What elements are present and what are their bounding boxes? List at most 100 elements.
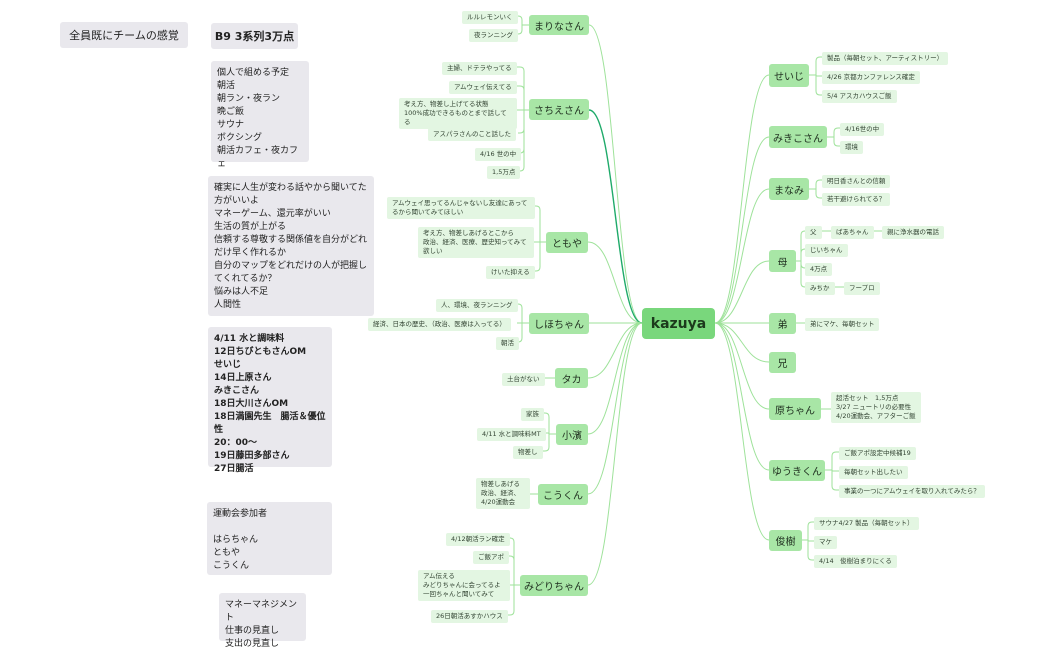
leaf-mikiko-1[interactable]: 4/16世の中 — [840, 123, 885, 136]
branch-kohama[interactable]: 小濱 — [556, 424, 588, 445]
leaf-tomoya-2[interactable]: 考え方、物差しあげるとこから 政治、経済、医療、歴史知ってみて 欲しい — [418, 227, 534, 258]
leaf-midori-4[interactable]: 26日朝活あすかハウス — [431, 610, 508, 623]
link-root-left-2 — [587, 241, 643, 324]
link-leaf-right-7-2 — [807, 540, 814, 561]
leaf-shiho-1[interactable]: 人、環境、夜ランニング — [436, 299, 518, 312]
leaf-sachie-1[interactable]: 主婦、ドテラやってる — [442, 62, 517, 75]
leaf-toshiki-1[interactable]: サウナ4/27 製品（毎朝セット） — [814, 517, 919, 530]
link-leaf-left-0-1 — [517, 25, 523, 35]
branch-hara[interactable]: 原ちゃん — [769, 398, 821, 420]
link-leaf-right-0-0 — [815, 56, 822, 75]
link-root-left-1 — [588, 109, 643, 324]
link-root-right-1 — [714, 136, 770, 324]
branch-toshiki[interactable]: 俊樹 — [769, 530, 802, 551]
link-root-right-2 — [714, 188, 770, 324]
link-leaf-left-2-2 — [532, 242, 541, 272]
branch-shiho[interactable]: しほちゃん — [529, 313, 589, 334]
link-leaf-right-3-0 — [800, 230, 806, 261]
link-leaf-left-1-0 — [517, 66, 525, 110]
leaf-tomoya-3[interactable]: けいた抑える — [486, 266, 535, 279]
link-leaf-right-1-0 — [833, 127, 840, 137]
title-b9-points: B9 3系列3万点 — [211, 23, 298, 49]
link-root-right-5 — [714, 322, 770, 363]
leaf-mother-water-call[interactable]: 親に浄水器の電話 — [882, 226, 944, 239]
link-leaf-left-5-0 — [543, 412, 550, 434]
branch-manami[interactable]: まなみ — [769, 178, 809, 200]
link-root-left-6 — [587, 322, 643, 495]
note-personal-plans: 個人で組める予定朝活朝ラン・夜ラン晩ご飯サウナボクシング朝活カフェ・夜カフェ — [211, 61, 309, 169]
note-sports-day: 運動会参加者はらちゃんともやこうくん — [207, 502, 332, 575]
leaf-seiji-2[interactable]: 4/26 京都カンファレンス確定 — [822, 71, 920, 84]
branch-yuuki[interactable]: ゆうきくん — [769, 460, 825, 481]
branch-tomoya[interactable]: ともや — [546, 232, 588, 253]
leaf-midori-3[interactable]: アム伝える みどりちゃんに会ってるよ 一回ちゃんと聞いてみて — [418, 570, 510, 601]
leaf-shiho-2[interactable]: 経済、日本の歴史、（政治、医療は入ってる） — [368, 318, 511, 331]
root-node-kazuya[interactable]: kazuya — [642, 308, 715, 339]
leaf-kou-1[interactable]: 物差しあげる 政治、経済、 4/20運動会 — [476, 478, 530, 509]
leaf-sachie-4[interactable]: アスパラさんのこと話した — [428, 128, 516, 141]
leaf-toshiki-3[interactable]: 4/14 俊樹泊まりにくる — [814, 555, 897, 568]
branch-seiji[interactable]: せいじ — [769, 64, 809, 87]
branch-mother[interactable]: 母 — [769, 250, 796, 272]
branch-midori[interactable]: みどりちゃん — [520, 575, 588, 596]
leaf-manami-1[interactable]: 明日香さんとの信頼 — [822, 175, 891, 188]
link-leaf-right-2-1 — [815, 189, 822, 199]
leaf-manami-2[interactable]: 若干避けられてる？ — [822, 193, 891, 206]
leaf-mikiko-2[interactable]: 環境 — [840, 141, 863, 154]
leaf-sachie-5[interactable]: 4/16 世の中 — [475, 148, 522, 161]
leaf-mother-grandma[interactable]: ばあちゃん — [831, 226, 874, 239]
link-leaf-left-5-1 — [542, 432, 550, 435]
leaf-mother-grandpa[interactable]: じいちゃん — [805, 244, 848, 257]
leaf-kohama-3[interactable]: 物差し — [513, 446, 543, 459]
title-team-feeling: 全員既にチームの感覚 — [60, 22, 188, 48]
branch-mikiko[interactable]: みきこさん — [769, 126, 827, 148]
leaf-marina-1[interactable]: ルルレモンいく — [462, 11, 518, 24]
leaf-sachie-2[interactable]: アムウェイ伝えてる — [449, 81, 517, 94]
branch-sachie[interactable]: さちえさん — [529, 99, 589, 120]
link-leaf-right-6-0 — [831, 451, 839, 470]
branch-kou[interactable]: こうくん — [538, 484, 588, 505]
link-root-right-8 — [714, 322, 770, 541]
link-leaf-right-2-0 — [815, 179, 822, 189]
leaf-midori-2[interactable]: ご飯アポ — [473, 551, 509, 564]
link-leaf-right-6-2 — [831, 470, 839, 491]
link-root-left-4 — [587, 322, 643, 379]
leaf-kohama-1[interactable]: 家族 — [521, 408, 544, 421]
leaf-marina-2[interactable]: 夜ランニング — [469, 29, 518, 42]
leaf-mother-father[interactable]: 父 — [805, 226, 822, 239]
leaf-mother-food-processor[interactable]: フープロ — [844, 282, 880, 295]
link-root-right-3 — [714, 260, 770, 324]
leaf-shiho-3[interactable]: 朝活 — [496, 337, 519, 350]
link-leaf-right-3-1 — [800, 248, 806, 261]
link-leaf-left-7-1 — [509, 555, 515, 585]
leaf-yuuki-2[interactable]: 毎朝セット出したい — [839, 466, 908, 479]
leaf-sachie-3[interactable]: 考え方、物差し上げてる状態 100%成功できるものとまで話してる — [399, 98, 517, 129]
link-leaf-right-1-1 — [833, 137, 840, 147]
leaf-taka-1[interactable]: 土台がない — [502, 373, 545, 386]
leaf-mother-points[interactable]: 4万点 — [805, 263, 833, 276]
leaf-yuuki-1[interactable]: ご飯アポ設定中候補19 — [839, 447, 916, 460]
branch-taka[interactable]: タカ — [555, 368, 588, 388]
leaf-sachie-6[interactable]: 1,5万点 — [487, 166, 521, 179]
leaf-kohama-2[interactable]: 4/11 水と調味料MT — [477, 428, 546, 441]
branch-marina[interactable]: まりなさん — [529, 15, 589, 35]
link-leaf-left-1-5 — [516, 110, 525, 172]
leaf-midori-1[interactable]: 4/12朝活ラン確定 — [446, 533, 510, 546]
link-leaf-left-2-0 — [535, 205, 541, 242]
branch-older-brother[interactable]: 兄 — [769, 352, 796, 373]
link-root-right-6 — [714, 322, 770, 410]
leaf-yuuki-3[interactable]: 事業の一つにアムウェイを取り入れてみたら？ — [839, 485, 985, 498]
branch-younger-brother[interactable]: 弟 — [769, 313, 796, 334]
leaf-hara-1[interactable]: 超活セット 1,5万点 3/27 ニュートリの必要性 4/20運動会、アフターご… — [831, 392, 921, 423]
leaf-brother-1[interactable]: 弟にマケ、毎朝セット — [805, 318, 880, 331]
leaf-tomoya-1[interactable]: アムウェイ思ってるんじゃないし友達にあってるから聞いてみてほしい — [387, 197, 535, 219]
link-root-left-7 — [587, 322, 643, 586]
link-leaf-left-0-0 — [489, 15, 523, 25]
link-leaf-left-1-3 — [518, 110, 525, 134]
leaf-seiji-1[interactable]: 製品（毎朝セット、アーティストリー） — [822, 52, 949, 65]
leaf-seiji-3[interactable]: 5/4 アスカハウスご飯 — [822, 90, 897, 103]
leaf-toshiki-2[interactable]: マケ — [814, 536, 837, 549]
leaf-mother-michika[interactable]: みちか — [805, 282, 835, 295]
